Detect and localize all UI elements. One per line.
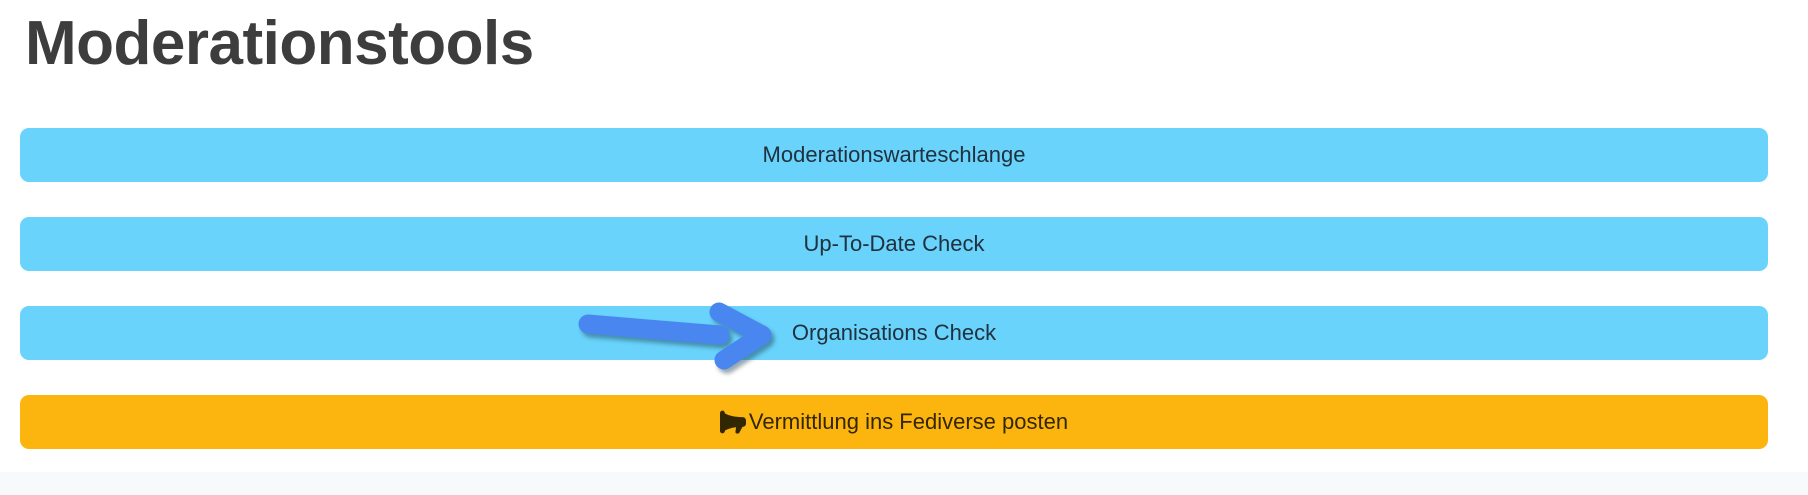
up-to-date-check-button-label: Up-To-Date Check	[803, 231, 985, 257]
post-fediverse-button-label: Vermittlung ins Fediverse posten	[748, 409, 1069, 435]
megaphone-icon	[719, 409, 746, 435]
footer-strip	[0, 472, 1808, 495]
post-fediverse-button[interactable]: Vermittlung ins Fediverse posten	[20, 395, 1768, 450]
up-to-date-check-button[interactable]: Up-To-Date Check	[20, 217, 1768, 272]
page-title: Moderationstools	[25, 9, 534, 78]
organisations-check-button[interactable]: Organisations Check	[20, 306, 1768, 361]
organisations-check-button-label: Organisations Check	[791, 320, 997, 346]
moderation-tools-list: Moderationswarteschlange Up-To-Date Chec…	[0, 128, 1808, 450]
moderation-queue-button[interactable]: Moderationswarteschlange	[20, 128, 1768, 183]
moderation-queue-button-label: Moderationswarteschlange	[762, 142, 1026, 168]
